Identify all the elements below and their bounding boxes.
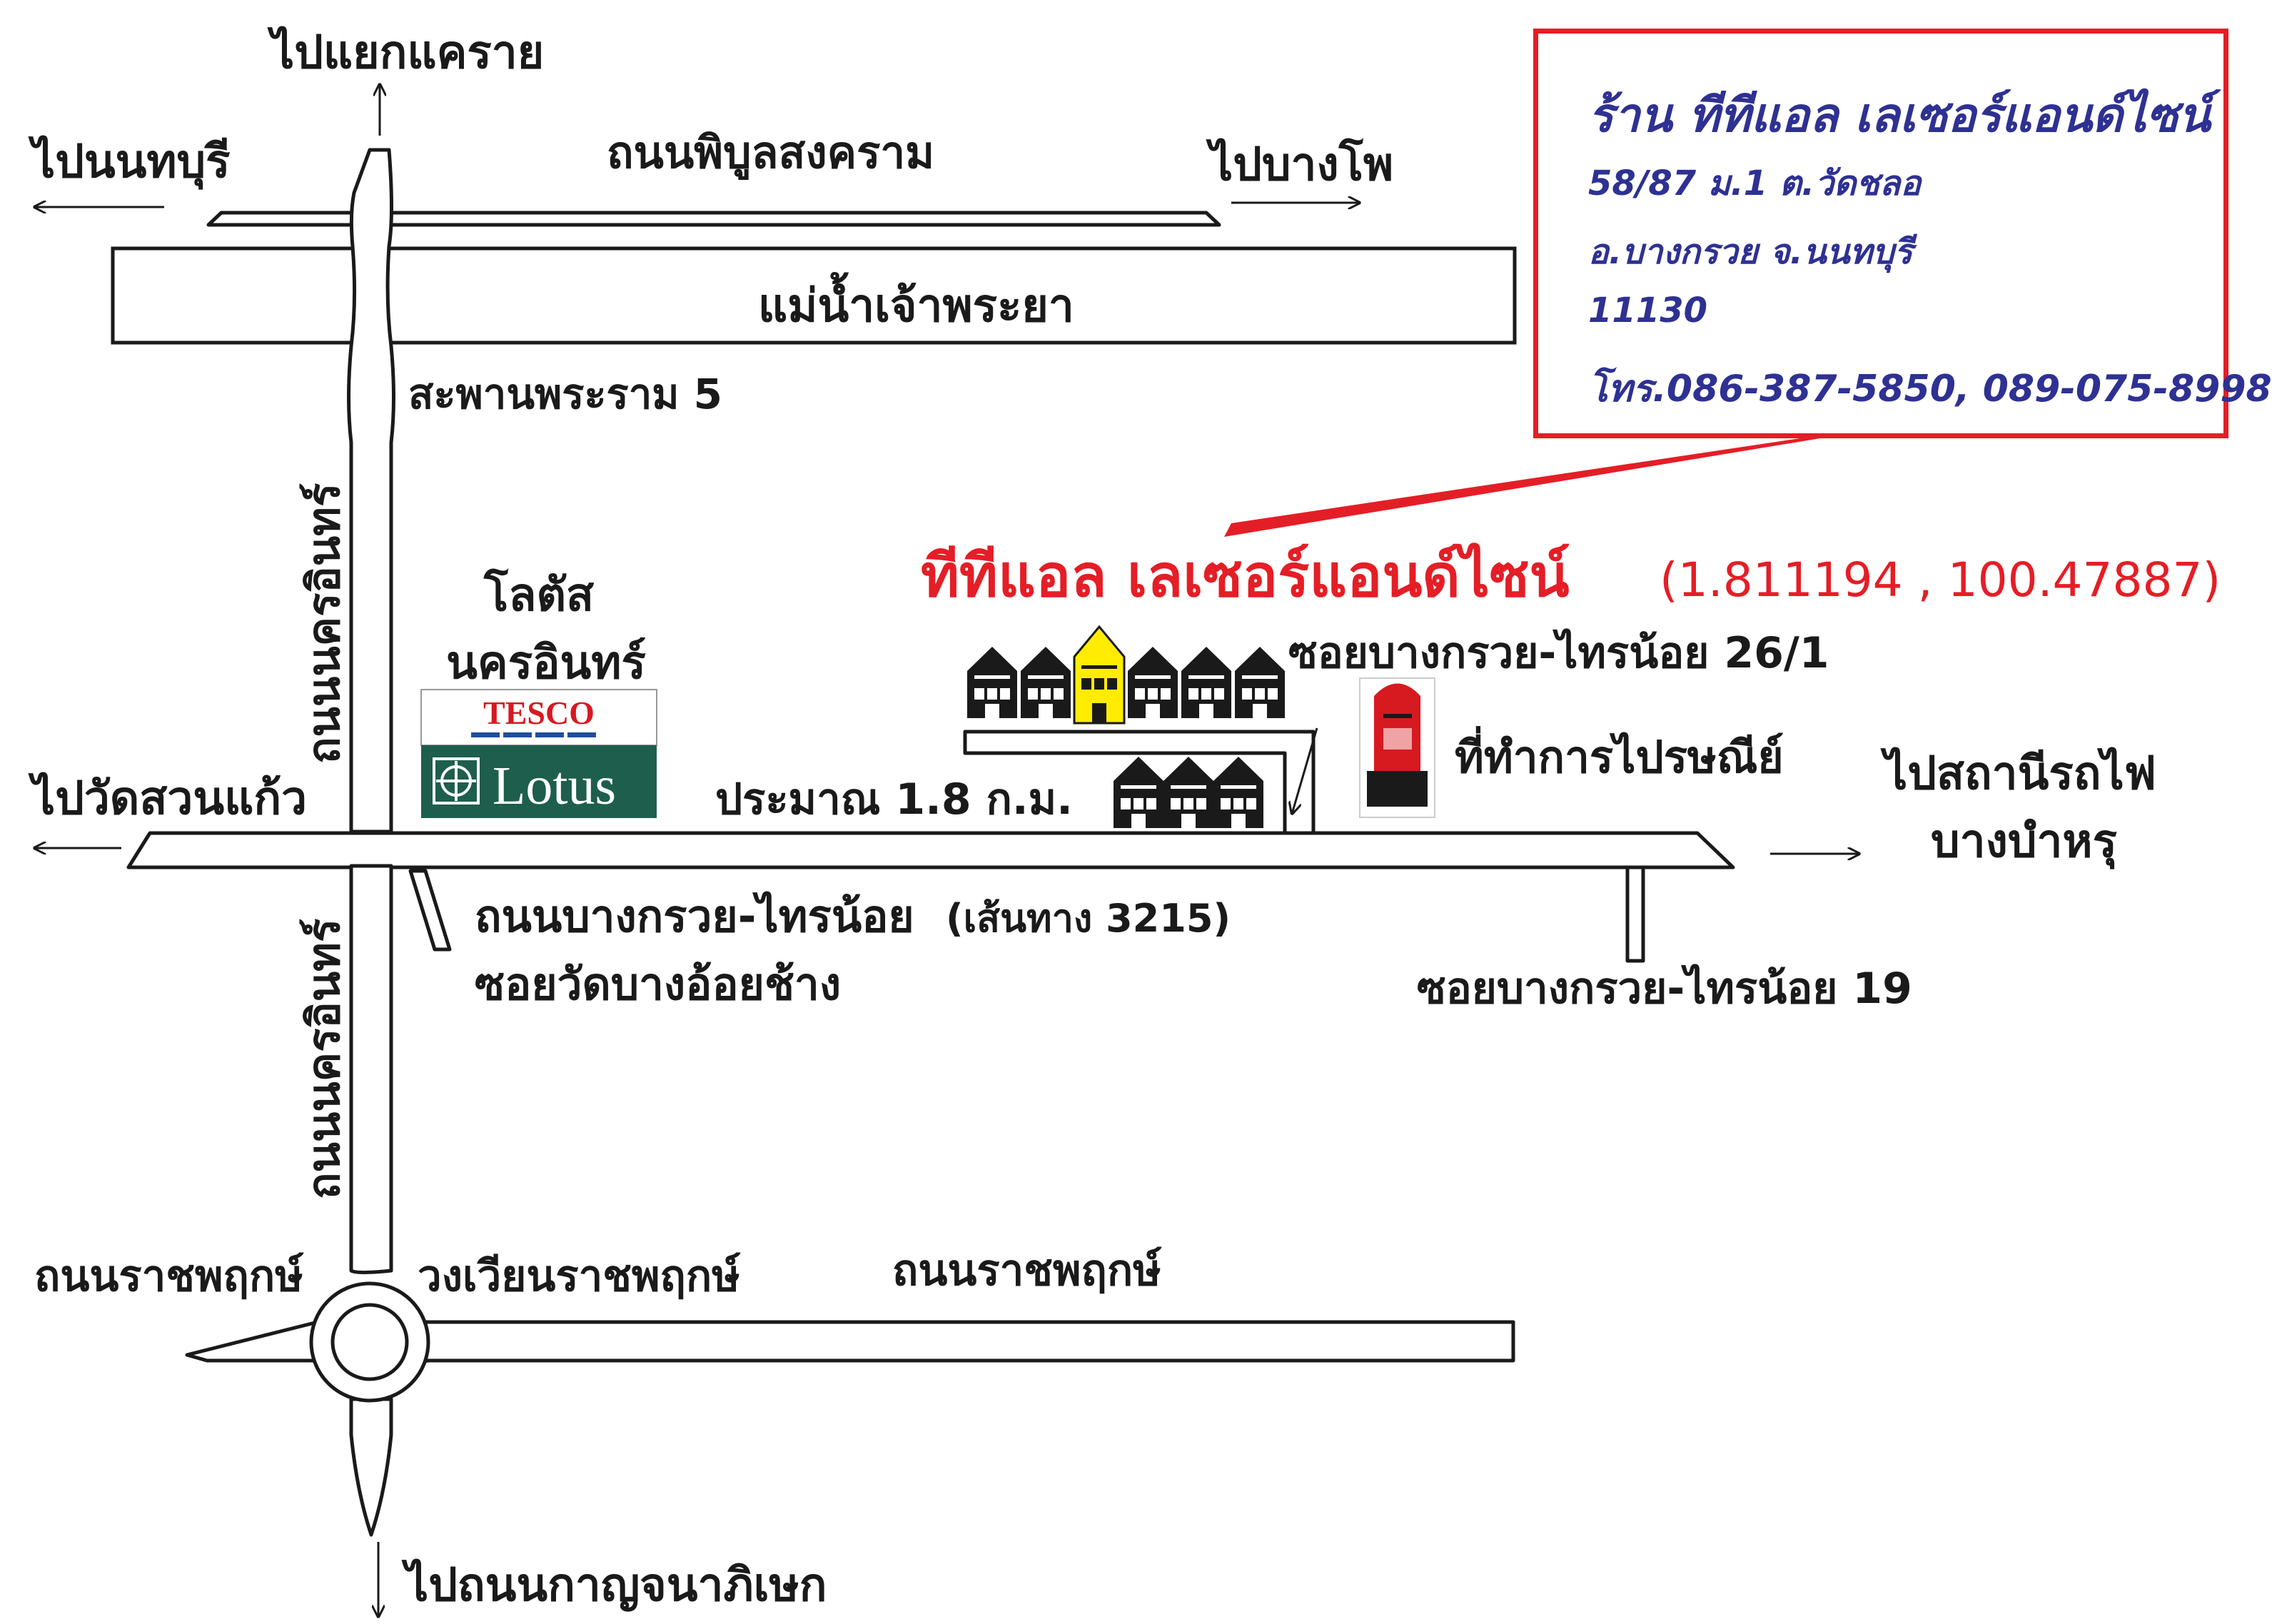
- postcode: 11130: [1588, 291, 1707, 331]
- label-ratchaphruek-road-left: ถนนราชพฤกษ์: [34, 1251, 304, 1301]
- label-ratchaphruek-circle: วงเวียนราชพฤกษ์: [418, 1251, 741, 1301]
- label-rama5-bridge: สะพานพระราม 5: [408, 370, 722, 418]
- soi-26-1-pointer-arrow: [1292, 727, 1318, 814]
- nakhon-in-road-lower: [349, 864, 393, 1274]
- label-soi-wat-bang-oi-chang: ซอยวัดบางอ้อยช้าง: [475, 958, 841, 1010]
- bang-kruai-sai-noi-road: [126, 831, 1735, 869]
- soi-19: [1625, 865, 1645, 963]
- label-soi-19: ซอยบางกรวย-ไทรน้อย 19: [1417, 963, 1912, 1014]
- label-soi-26-1: ซอยบางกรวย-ไทรน้อย 26/1: [1288, 627, 1829, 678]
- address-line1: 58/87 ม.1 ต.วัดชลอ: [1588, 163, 1922, 203]
- shop-info-box: ร้าน ทีทีแอล เลเซอร์แอนด์ไซน์ 58/87 ม.1 …: [1533, 29, 2272, 438]
- label-to-wat-suan-kaeo: ไปวัดสวนแก้ว: [28, 772, 307, 825]
- chao-phraya-river: [111, 246, 1517, 345]
- south-road: [349, 1397, 393, 1537]
- label-ratchaphruek-road-right: ถนนราชพฤกษ์: [892, 1246, 1162, 1296]
- label-nakhon-in-road-lower: ถนนนครอินทร์: [298, 919, 350, 1199]
- label-to-nonthaburi: ไปนนทบุรี: [28, 135, 231, 190]
- label-to-station-line2: บางบำหรุ: [1931, 815, 2117, 869]
- label-pibulsongkram-road: ถนนพิบูลสงคราม: [607, 126, 934, 180]
- rama5-bridge-road: [347, 148, 395, 834]
- svg-text:TESCO: TESCO: [483, 695, 595, 731]
- post-box-icon: [1359, 677, 1435, 818]
- houses-lower-row: [1114, 757, 1263, 828]
- label-lotus-line1: โลตัส: [483, 568, 594, 622]
- lotus-emblem-icon: [433, 757, 480, 805]
- pibulsongkram-road: [206, 211, 1221, 227]
- label-distance: ประมาณ 1.8 ก.ม.: [715, 775, 1073, 824]
- soi-26-1-road: [963, 730, 1316, 835]
- destination-coordinates: (1.811194 , 100.47887): [1660, 553, 2221, 607]
- label-route-number: (เส้นทาง 3215): [946, 896, 1231, 941]
- shop-name: ร้าน ทีทีแอล เลเซอร์แอนด์ไซน์: [1588, 88, 2211, 143]
- callout-pointer: [1224, 437, 1829, 537]
- destination-name: ทีทีแอล เลเซอร์แอนด์ไซน์: [921, 543, 1570, 610]
- roundabout-center: [330, 1303, 409, 1381]
- label-chao-phraya-river: แม่น้ำเจ้าพระยา: [758, 272, 1074, 333]
- label-lotus-line2: นครอินทร์: [446, 637, 646, 690]
- address-line2: อ.บางกรวย จ.นนทบุรี: [1588, 232, 1913, 272]
- soi-wat-bang-oi-chang: [408, 869, 452, 952]
- label-post-office: ที่ทำการไปรษณีย์: [1455, 726, 1784, 783]
- phone-numbers: โทร.086-387-5850, 089-075-8998: [1588, 368, 2272, 410]
- shop-house-highlight: [1073, 625, 1126, 725]
- svg-text:Lotus: Lotus: [493, 756, 616, 816]
- label-to-station-line1: ไปสถานีรถไฟ: [1880, 747, 2156, 800]
- label-nakhon-in-road-upper: ถนนนครอินทร์: [298, 483, 350, 764]
- label-to-kanchanaphisek: ไปถนนกาญจนาภิเษก: [401, 1558, 827, 1612]
- label-bang-kruai-road: ถนนบางกรวย-ไทรน้อย: [475, 890, 914, 942]
- houses-upper-row: [967, 625, 1285, 725]
- tesco-lotus-logo: TESCO Lotus: [420, 689, 657, 818]
- label-to-bang-pho: ไปบางโพ: [1206, 137, 1393, 191]
- label-to-khae-rai: ไปแยกแคราย: [267, 26, 544, 79]
